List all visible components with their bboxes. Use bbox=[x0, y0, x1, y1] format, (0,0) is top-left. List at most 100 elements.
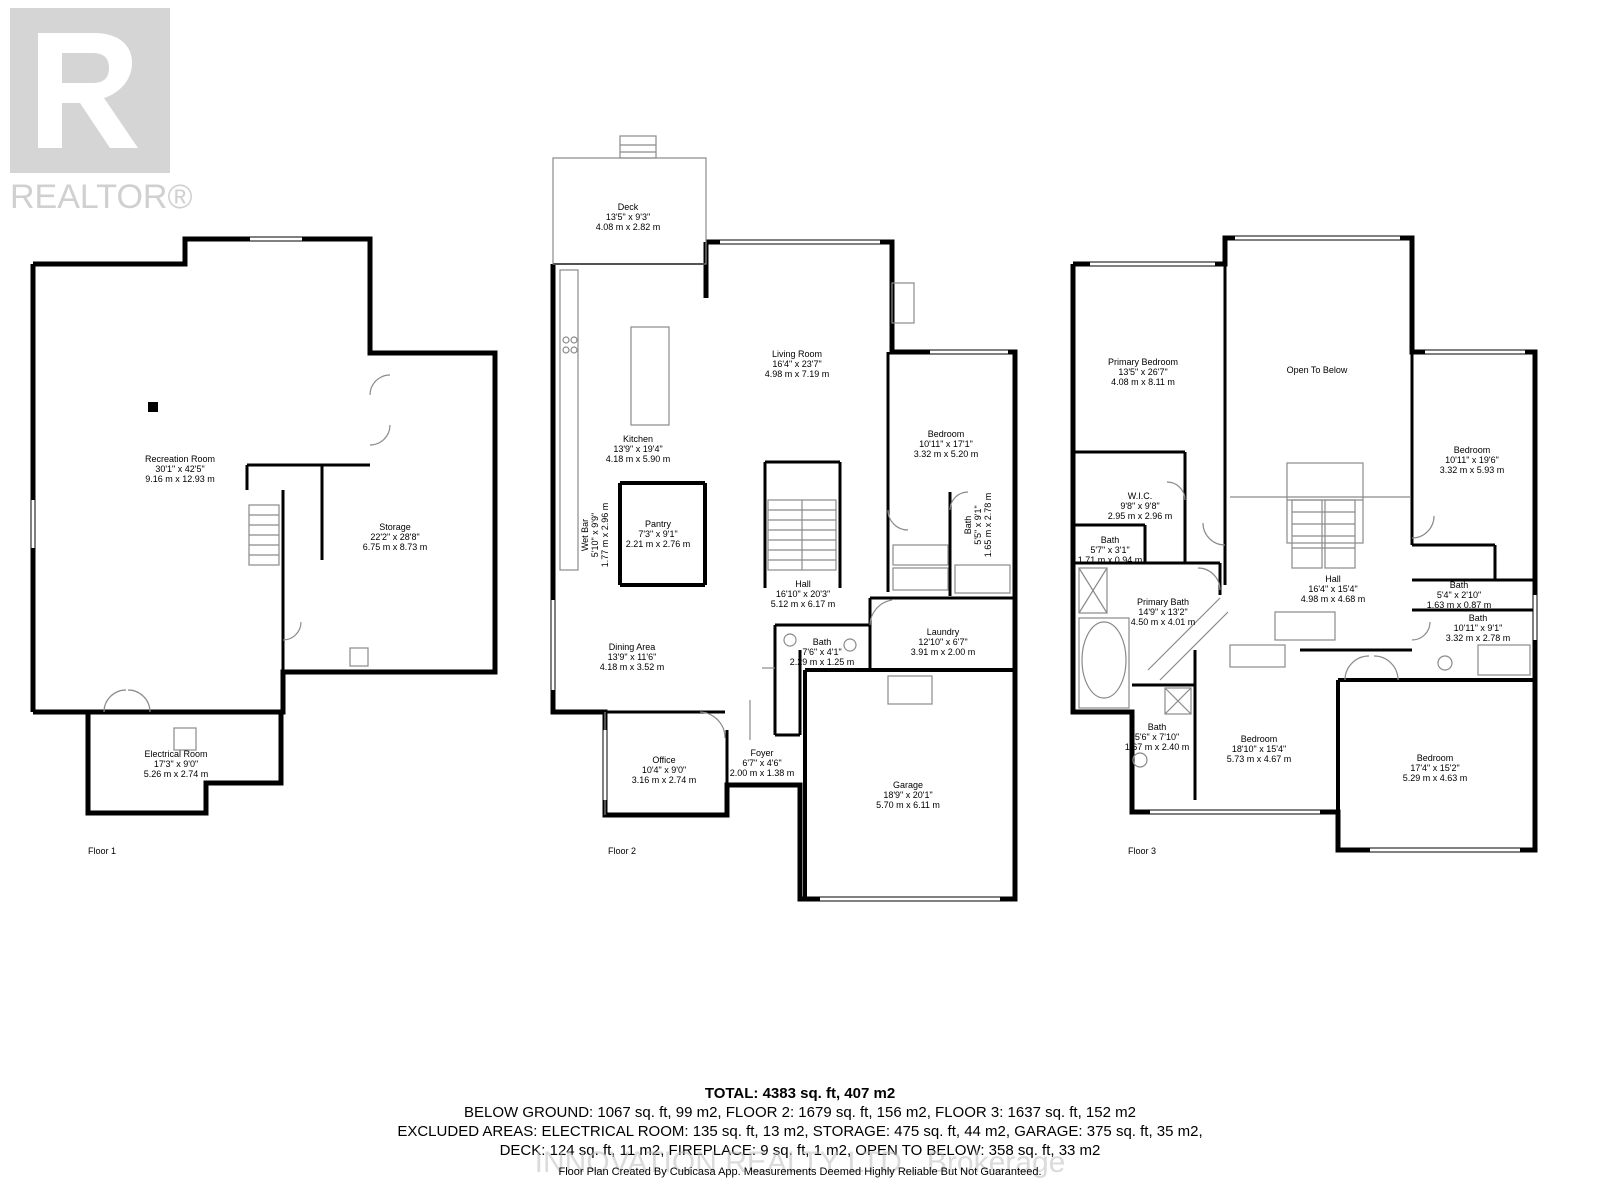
room-imperial: 7'3" x 9'1" bbox=[638, 529, 677, 539]
room-name: Primary Bedroom bbox=[1108, 357, 1178, 367]
summary-line-3: DECK: 124 sq. ft, 11 m2, FIREPLACE: 9 sq… bbox=[499, 1142, 1101, 1159]
room-imperial: 5'5" x 9'1" bbox=[973, 505, 983, 544]
summary-credit: Floor Plan Created By Cubicasa App. Meas… bbox=[558, 1166, 1042, 1178]
room-imperial: 13'9" x 11'6" bbox=[608, 652, 657, 662]
room-metric: 2.29 m x 1.25 m bbox=[790, 657, 855, 667]
room-imperial: 16'4" x 23'7" bbox=[772, 359, 821, 369]
windows bbox=[31, 236, 1537, 901]
room-metric: 1.63 m x 0.87 m bbox=[1427, 600, 1492, 610]
room-name: Pantry bbox=[645, 519, 672, 529]
room-name: Bedroom bbox=[1241, 734, 1278, 744]
room-name: Wet Bar bbox=[580, 519, 590, 551]
room-metric: 4.18 m x 5.90 m bbox=[606, 454, 671, 464]
room-metric: 4.08 m x 8.11 m bbox=[1111, 377, 1175, 387]
room-imperial: 7'6" x 4'1" bbox=[802, 647, 841, 657]
fixtures bbox=[103, 135, 1531, 815]
room-metric: 2.00 m x 1.38 m bbox=[730, 768, 795, 778]
column-marker bbox=[148, 402, 158, 412]
brokerage-watermark: INNOVATION REALTY LTD., Brokerage bbox=[534, 1146, 1066, 1179]
room-name: Deck bbox=[618, 202, 639, 212]
room-imperial: 18'10" x 15'4" bbox=[1232, 744, 1286, 754]
room-metric: 5.73 m x 4.67 m bbox=[1227, 754, 1292, 764]
realtor-r-logo-icon bbox=[10, 8, 170, 173]
room-name: Hall bbox=[795, 579, 811, 589]
room-metric: 1.65 m x 2.78 m bbox=[983, 493, 993, 558]
room-imperial: 5'6" x 7'10" bbox=[1135, 732, 1179, 742]
room-imperial: 13'5" x 9'3" bbox=[606, 212, 650, 222]
room-imperial: 6'7" x 4'6" bbox=[742, 758, 781, 768]
room-imperial: 17'4" x 15'2" bbox=[1410, 763, 1459, 773]
room-name: Hall bbox=[1325, 574, 1341, 584]
room-name: W.I.C. bbox=[1128, 491, 1153, 501]
room-name: Bath bbox=[1450, 580, 1469, 590]
room-metric: 4.50 m x 4.01 m bbox=[1131, 617, 1196, 627]
room-imperial: 22'2" x 28'8" bbox=[370, 532, 419, 542]
room-metric: 4.18 m x 3.52 m bbox=[600, 662, 665, 672]
room-name: Open To Below bbox=[1287, 365, 1348, 375]
floor-label: Floor 3 bbox=[1128, 846, 1156, 856]
room-name: Foyer bbox=[750, 748, 773, 758]
room-metric: 3.32 m x 5.20 m bbox=[914, 449, 979, 459]
room-name: Dining Area bbox=[609, 642, 656, 652]
room-name: Living Room bbox=[772, 349, 822, 359]
room-name: Office bbox=[652, 755, 675, 765]
room-imperial: 16'4" x 15'4" bbox=[1308, 584, 1357, 594]
room-imperial: 10'11" x 19'6" bbox=[1445, 455, 1499, 465]
room-imperial: 5'4" x 2'10" bbox=[1437, 590, 1481, 600]
room-imperial: 10'4" x 9'0" bbox=[642, 765, 686, 775]
room-name: Electrical Room bbox=[144, 749, 207, 759]
room-imperial: 9'8" x 9'8" bbox=[1120, 501, 1159, 511]
room-name: Storage bbox=[379, 522, 411, 532]
room-imperial: 30'1" x 42'5" bbox=[155, 464, 204, 474]
room-name: Recreation Room bbox=[145, 454, 215, 464]
room-metric: 4.08 m x 2.82 m bbox=[596, 222, 661, 232]
room-imperial: 16'10" x 20'3" bbox=[776, 589, 830, 599]
room-metric: 3.16 m x 2.74 m bbox=[632, 775, 697, 785]
room-metric: 5.12 m x 6.17 m bbox=[771, 599, 836, 609]
room-imperial: 5'7" x 3'1" bbox=[1090, 545, 1129, 555]
room-imperial: 13'5" x 26'7" bbox=[1118, 367, 1167, 377]
room-name: Bath bbox=[813, 637, 832, 647]
room-name: Kitchen bbox=[623, 434, 653, 444]
room-metric: 9.16 m x 12.93 m bbox=[145, 474, 215, 484]
room-imperial: 18'9" x 20'1" bbox=[883, 790, 932, 800]
room-label-opentobelow: Open To Below bbox=[1287, 365, 1348, 375]
room-metric: 1.67 m x 2.40 m bbox=[1125, 742, 1190, 752]
realtor-logo: REALTOR® bbox=[8, 8, 193, 216]
room-label-wic: W.I.C.9'8" x 9'8"2.95 m x 2.96 m bbox=[1108, 491, 1173, 521]
room-metric: 3.32 m x 5.93 m bbox=[1440, 465, 1505, 475]
room-name: Bath bbox=[1148, 722, 1167, 732]
room-imperial: 10'11" x 17'1" bbox=[919, 439, 973, 449]
room-metric: 3.91 m x 2.00 m bbox=[911, 647, 976, 657]
room-imperial: 10'11" x 9'1" bbox=[1454, 623, 1503, 633]
room-metric: 1.71 m x 0.94 m bbox=[1078, 555, 1143, 565]
room-metric: 2.95 m x 2.96 m bbox=[1108, 511, 1173, 521]
room-metric: 5.26 m x 2.74 m bbox=[144, 769, 209, 779]
summary-total: TOTAL: 4383 sq. ft, 407 m2 bbox=[704, 1085, 896, 1102]
floor1-walls bbox=[30, 236, 498, 816]
room-metric: 4.98 m x 7.19 m bbox=[765, 369, 830, 379]
room-imperial: 13'9" x 19'4" bbox=[613, 444, 662, 454]
